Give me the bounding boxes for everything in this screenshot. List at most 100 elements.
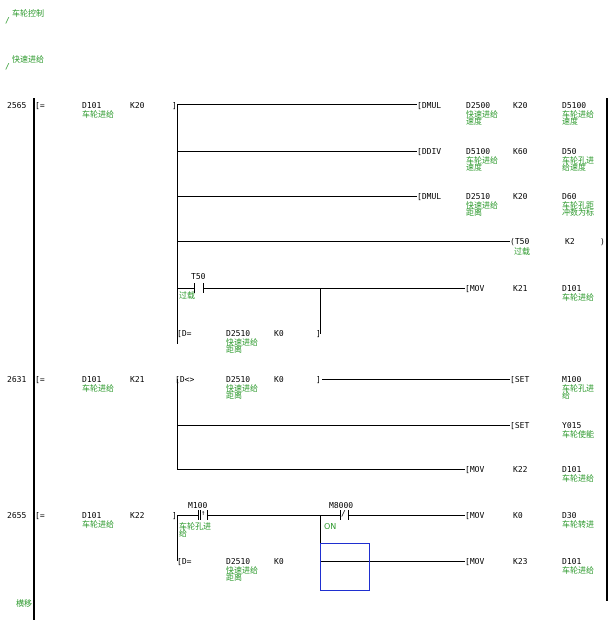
step-number[interactable]: 2631 bbox=[7, 375, 27, 384]
device-comment: 快速进给 距离 bbox=[226, 338, 258, 354]
operand[interactable]: D101 bbox=[562, 284, 582, 293]
contact-no-left[interactable] bbox=[194, 283, 195, 293]
operand[interactable]: K60 bbox=[513, 147, 528, 156]
instruction[interactable]: [DMUL bbox=[417, 192, 442, 201]
instruction[interactable]: [DDIV bbox=[417, 147, 442, 156]
wire bbox=[322, 379, 510, 380]
operand[interactable]: D101 bbox=[82, 511, 102, 520]
comment-title-2: 快速进给 bbox=[12, 55, 44, 64]
branch-line bbox=[177, 515, 178, 561]
step-number[interactable]: 2565 bbox=[7, 101, 27, 110]
device-comment: 快速进给 距离 bbox=[226, 566, 258, 582]
wire bbox=[207, 515, 340, 516]
compare-op[interactable]: [D<> bbox=[175, 375, 195, 384]
device-comment: 车轮进给 bbox=[562, 566, 594, 575]
contact-label[interactable]: M8000 bbox=[329, 501, 354, 510]
operand[interactable]: D5100 bbox=[562, 101, 587, 110]
operand[interactable]: D2510 bbox=[226, 557, 251, 566]
operand[interactable]: D60 bbox=[562, 192, 577, 201]
operand[interactable]: K21 bbox=[513, 284, 528, 293]
operand[interactable]: D101 bbox=[82, 375, 102, 384]
operand[interactable]: D50 bbox=[562, 147, 577, 156]
instruction[interactable]: [DMUL bbox=[417, 101, 442, 110]
wire bbox=[177, 241, 510, 242]
instruction[interactable]: [SET bbox=[510, 375, 530, 384]
device-comment: 车轮进给 bbox=[562, 474, 594, 483]
comment-title-1: 车轮控制 bbox=[12, 9, 44, 18]
device-comment: 车轮进给 bbox=[82, 520, 114, 529]
wire bbox=[177, 151, 417, 152]
operand[interactable]: K2 bbox=[565, 237, 575, 246]
operand[interactable]: D2510 bbox=[226, 329, 251, 338]
slash-mark: / bbox=[5, 16, 10, 25]
operand[interactable]: K22 bbox=[130, 511, 145, 520]
operand[interactable]: K23 bbox=[513, 557, 528, 566]
operand[interactable]: D101 bbox=[82, 101, 102, 110]
device-comment: 过载 bbox=[514, 247, 530, 256]
bracket-close: ] bbox=[172, 511, 177, 520]
operand[interactable]: D101 bbox=[562, 557, 582, 566]
timer-coil[interactable]: (T50 bbox=[510, 237, 530, 246]
operand[interactable]: D2510 bbox=[466, 192, 491, 201]
pulse-arrow-icon: ↑ bbox=[201, 509, 206, 517]
operand[interactable]: K22 bbox=[513, 465, 528, 474]
operand[interactable]: K0 bbox=[274, 329, 284, 338]
operand[interactable]: K20 bbox=[130, 101, 145, 110]
contact-left-pulse[interactable] bbox=[200, 510, 201, 520]
compare-op[interactable]: [= bbox=[35, 511, 45, 520]
compare-op[interactable]: [= bbox=[35, 101, 45, 110]
wire bbox=[177, 288, 194, 289]
nc-slash: / bbox=[341, 509, 346, 518]
operand[interactable]: K0 bbox=[513, 511, 523, 520]
device-comment: 车轮孔进 给 bbox=[179, 522, 211, 538]
operand[interactable]: K20 bbox=[513, 101, 528, 110]
wire bbox=[177, 469, 465, 470]
cell-cursor[interactable] bbox=[320, 543, 370, 591]
wire bbox=[177, 104, 417, 105]
operand[interactable]: K21 bbox=[130, 375, 145, 384]
instruction[interactable]: [MOV bbox=[465, 284, 485, 293]
device-comment: 车轮使能 bbox=[562, 430, 594, 439]
operand[interactable]: M100 bbox=[562, 375, 582, 384]
operand[interactable]: D2500 bbox=[466, 101, 491, 110]
compare-op[interactable]: [D= bbox=[177, 557, 192, 566]
operand[interactable]: Y015 bbox=[562, 421, 582, 430]
contact-label[interactable]: M100 bbox=[188, 501, 208, 510]
wire bbox=[177, 515, 198, 516]
operand[interactable]: K0 bbox=[274, 375, 284, 384]
compare-op[interactable]: [= bbox=[35, 375, 45, 384]
contact-left[interactable] bbox=[198, 510, 199, 520]
wire bbox=[203, 288, 465, 289]
device-comment: 车轮进给 bbox=[562, 293, 594, 302]
device-comment: 车轮孔进 给速度 bbox=[562, 156, 594, 172]
device-comment: 车轮进给 bbox=[82, 384, 114, 393]
instruction[interactable]: [MOV bbox=[465, 557, 485, 566]
branch-line bbox=[320, 515, 321, 561]
operand[interactable]: D5100 bbox=[466, 147, 491, 156]
device-comment: 车轮孔距 冲数为标 bbox=[562, 201, 594, 217]
instruction[interactable]: [MOV bbox=[465, 465, 485, 474]
wire bbox=[320, 561, 465, 562]
operand[interactable]: K20 bbox=[513, 192, 528, 201]
wire bbox=[348, 515, 465, 516]
operand[interactable]: D30 bbox=[562, 511, 577, 520]
instruction[interactable]: [MOV bbox=[465, 511, 485, 520]
device-comment: 车轮进给 速度 bbox=[466, 156, 498, 172]
right-power-rail bbox=[606, 98, 608, 601]
contact-label[interactable]: T50 bbox=[191, 272, 206, 281]
operand[interactable]: K0 bbox=[274, 557, 284, 566]
branch-line bbox=[177, 104, 178, 344]
instruction[interactable]: [SET bbox=[510, 421, 530, 430]
bracket-close: ] bbox=[172, 101, 177, 110]
device-comment: 快速进给 距离 bbox=[466, 201, 498, 217]
contact-nc-left[interactable] bbox=[340, 510, 341, 520]
device-comment: 快速进给 距离 bbox=[226, 384, 258, 400]
compare-op[interactable]: [D= bbox=[177, 329, 192, 338]
bracket-close: ] bbox=[316, 329, 321, 338]
bracket-close: ] bbox=[316, 375, 321, 384]
operand[interactable]: D2510 bbox=[226, 375, 251, 384]
step-number[interactable]: 2655 bbox=[7, 511, 27, 520]
comment-partial: 横移 bbox=[16, 599, 32, 608]
operand[interactable]: D101 bbox=[562, 465, 582, 474]
wire bbox=[177, 196, 417, 197]
